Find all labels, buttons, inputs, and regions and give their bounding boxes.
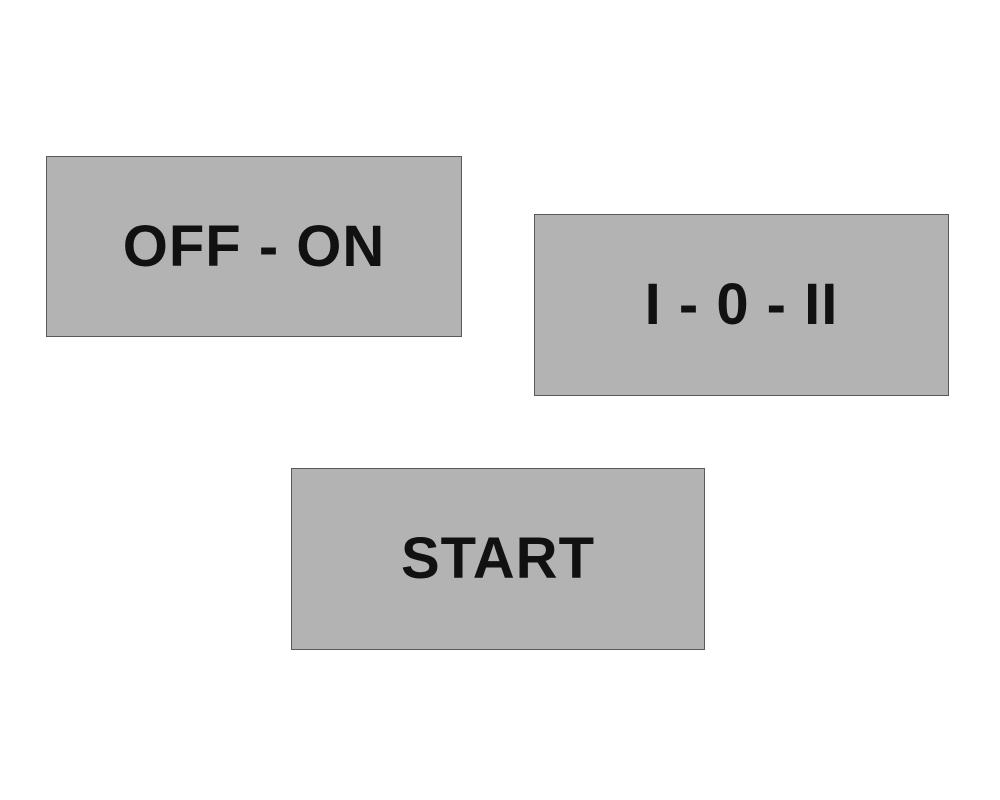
start-label-text: START (400, 526, 595, 591)
start-label-button[interactable]: START (291, 468, 705, 650)
i-0-ii-label-text: I - 0 - II (644, 272, 839, 337)
i-0-ii-label-button[interactable]: I - 0 - II (534, 214, 949, 396)
off-on-label-button[interactable]: OFF - ON (46, 156, 462, 337)
off-on-label-text: OFF - ON (122, 213, 386, 279)
